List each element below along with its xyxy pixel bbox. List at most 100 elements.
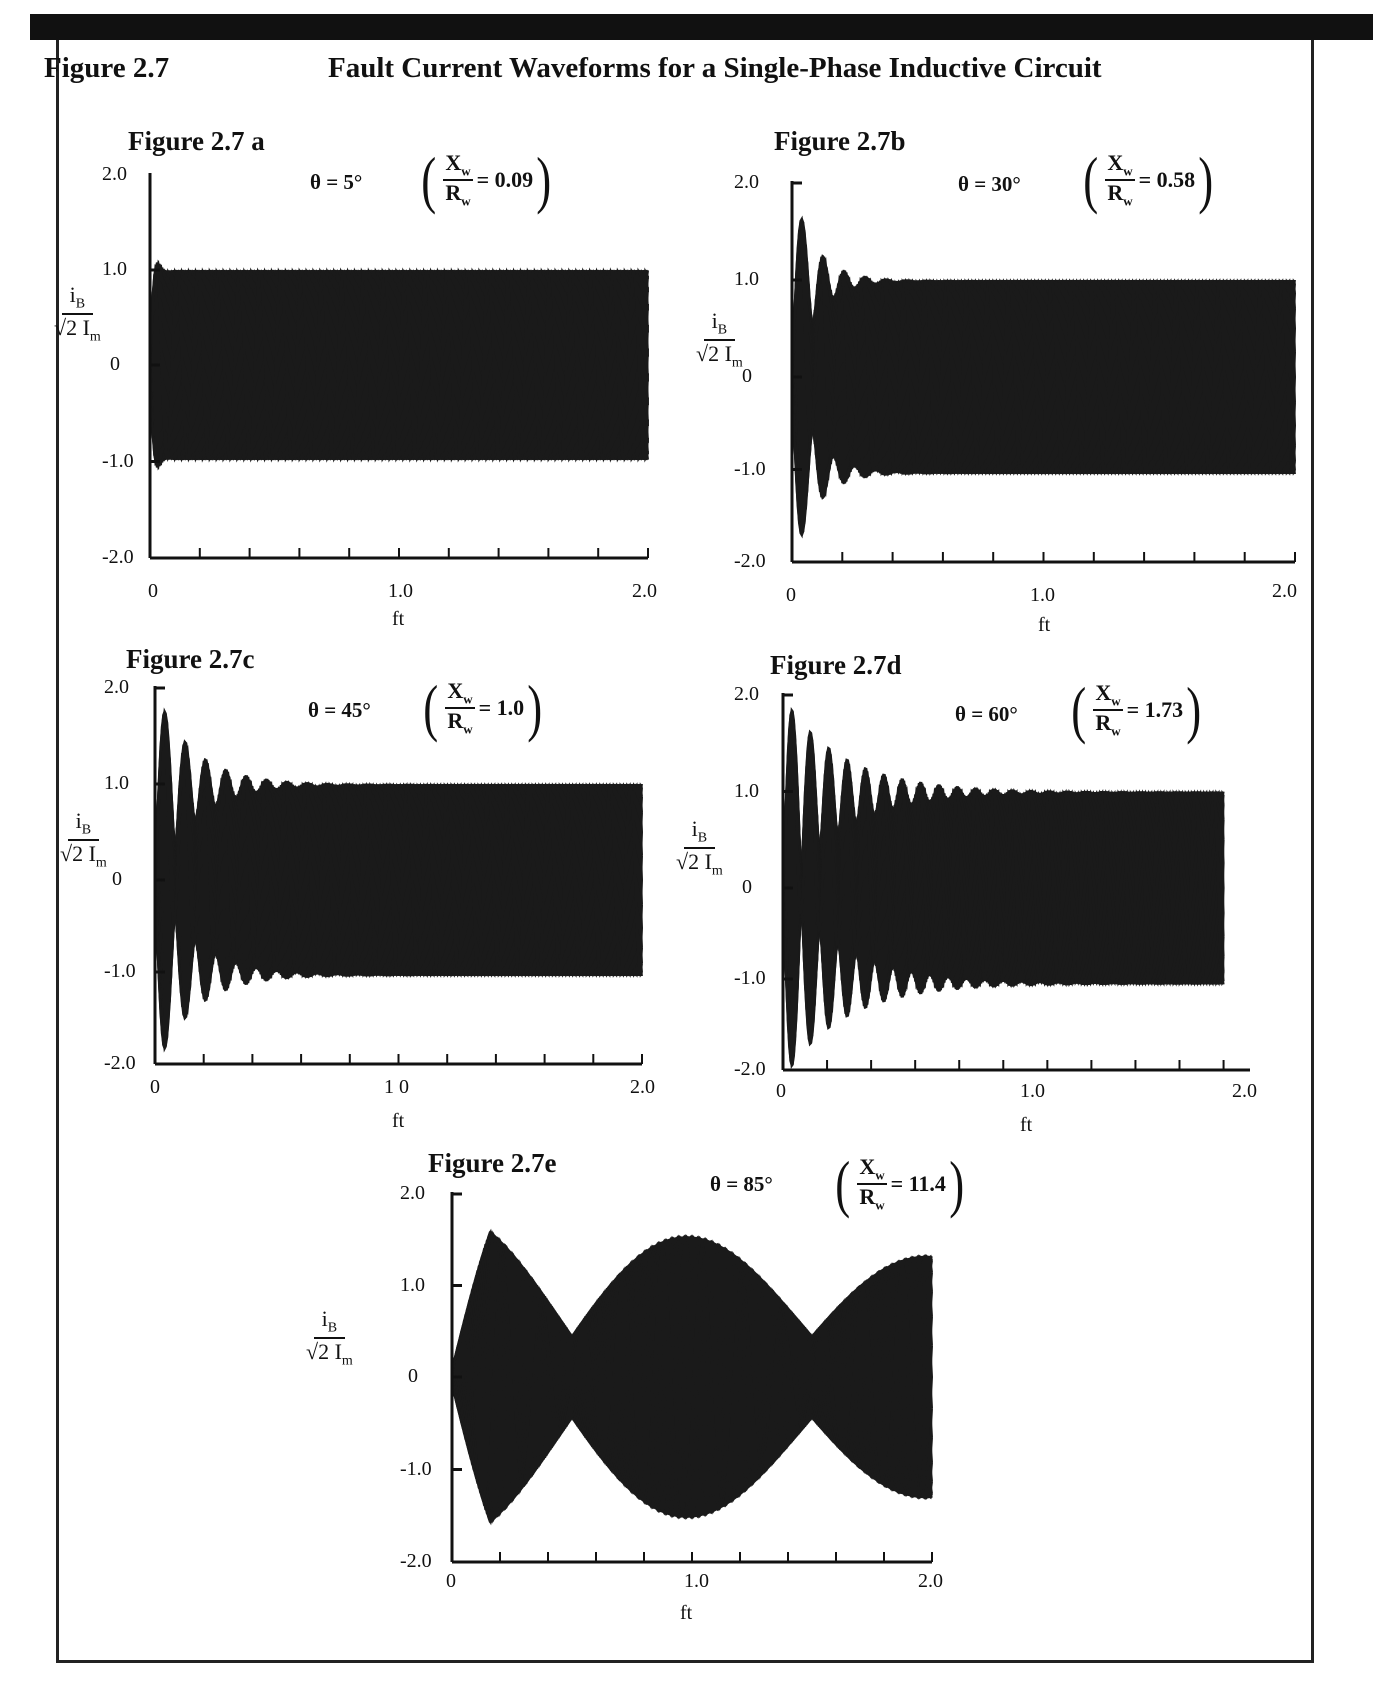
ratio-numerator: Xw <box>445 679 475 709</box>
y-tick-label: 1.0 <box>104 772 129 794</box>
y-label-den-sub: m <box>95 855 107 871</box>
y-label-num-text: i <box>711 308 718 333</box>
waveform-curve <box>451 1230 933 1516</box>
ratio-denominator: Rw <box>445 180 471 209</box>
x-tick-label: 0 <box>150 1076 160 1098</box>
ratio-den-text: R <box>445 180 462 205</box>
y-label-den-text: √2 I <box>696 341 732 367</box>
x-tick-label: 0 <box>446 1570 456 1592</box>
x-tick-label: 1.0 <box>1030 584 1055 606</box>
y-label-num-text: i <box>75 808 82 833</box>
ratio-den-text: R <box>1095 710 1112 735</box>
right-paren: ) <box>1186 674 1202 745</box>
y-label-den-text: √2 I <box>54 315 90 341</box>
y-tick-label: -1.0 <box>734 967 766 989</box>
plot-c <box>153 686 643 1066</box>
y-label-numerator: iB <box>683 816 716 850</box>
theta-label-e: θ = 85° <box>710 1172 773 1196</box>
ratio-denominator: Rw <box>1095 710 1120 739</box>
ratio-numerator: Xw <box>857 1155 887 1185</box>
ratio-numerator: Xw <box>1105 150 1135 181</box>
waveform-curve <box>154 783 643 1053</box>
y-label-num-sub: B <box>697 830 708 846</box>
waveform-curve <box>451 1236 933 1520</box>
theta-label-c: θ = 45° <box>308 698 371 722</box>
waveform-curve <box>451 1234 933 1518</box>
ratio-den-text: R <box>1107 180 1124 205</box>
waveform-curve <box>154 707 643 977</box>
waveform-curve <box>451 1228 933 1518</box>
y-axis-label-e: iB√2 Im <box>306 1306 353 1370</box>
y-label-numerator: iB <box>67 808 100 842</box>
x-axis-label-d: ft <box>1020 1114 1033 1136</box>
y-axis-label-b: iB√2 Im <box>696 308 743 372</box>
plot-b <box>790 181 1296 564</box>
ratio-num-sub: w <box>461 163 471 179</box>
x-tick-label: 2.0 <box>630 1076 655 1098</box>
x-axis-label-c: ft <box>392 1110 405 1132</box>
y-label-den-sub: m <box>731 355 743 371</box>
y-tick-label: -2.0 <box>102 546 134 568</box>
y-tick-label: 1.0 <box>734 779 759 802</box>
y-tick-label: -1.0 <box>102 449 134 472</box>
y-tick-label: 0 <box>110 353 120 375</box>
figure-title: Fault Current Waveforms for a Single-Pha… <box>328 52 1102 84</box>
y-label-numerator: iB <box>313 1306 346 1340</box>
y-axis-label-a: iB√2 Im <box>54 282 101 346</box>
waveform-curve <box>451 1236 933 1517</box>
ratio-numerator: Xw <box>1093 680 1123 711</box>
x-tick-label: 1.0 <box>388 580 413 602</box>
ratio-num-text: X <box>1107 150 1124 176</box>
y-tick-label: -1.0 <box>400 1457 432 1480</box>
y-label-numerator: iB <box>703 308 736 342</box>
y-label-num-sub: B <box>75 296 86 312</box>
ratio-denominator: Rw <box>1107 180 1132 209</box>
ratio-value: = 1.73 <box>1126 697 1184 722</box>
waveform-curve <box>791 230 1296 475</box>
x-tick-label: 1.0 <box>684 1570 709 1592</box>
waveform-curve <box>782 710 1225 987</box>
ratio-num-sub: w <box>463 691 473 707</box>
ratio-num-sub: w <box>1111 693 1121 709</box>
y-label-num-text: i <box>321 1306 328 1331</box>
ratio-den-sub: w <box>461 193 471 209</box>
y-tick-label: 1.0 <box>734 268 759 290</box>
theta-label-b: θ = 30° <box>958 172 1021 196</box>
waveform-curve <box>782 706 1225 985</box>
x-tick-label: 0 <box>776 1080 786 1102</box>
y-tick-label: 2.0 <box>400 1182 425 1204</box>
y-label-den-sub: m <box>341 1353 353 1369</box>
left-paren: ( <box>1083 144 1099 215</box>
y-label-den-text: √2 I <box>60 841 96 867</box>
waveform-curve <box>149 264 649 461</box>
panel-title-e: Figure 2.7e <box>428 1148 557 1178</box>
y-label-num-sub: B <box>81 822 92 838</box>
right-paren: ) <box>949 1148 965 1219</box>
y-tick-label: -2.0 <box>734 550 766 572</box>
y-axis-label-c: iB√2 Im <box>60 808 107 872</box>
x-tick-label: 1.0 <box>1020 1080 1045 1102</box>
y-label-den-sub: m <box>89 329 101 345</box>
ratio-num-text: X <box>1095 680 1112 706</box>
ratio-den-sub: w <box>463 721 473 737</box>
plot-e <box>450 1192 933 1564</box>
y-label-numerator: iB <box>61 282 94 316</box>
y-label-denominator: √2 Im <box>306 1339 353 1369</box>
plot-a <box>148 173 649 560</box>
y-label-num-sub: B <box>717 322 728 338</box>
waveform-curve <box>149 263 649 461</box>
y-tick-label: 0 <box>742 876 752 898</box>
theta-label-a: θ = 5° <box>310 170 363 194</box>
waveform-curve <box>451 1238 933 1524</box>
x-tick-label: 1 0 <box>384 1076 409 1098</box>
panel-title-b: Figure 2.7b <box>774 126 906 156</box>
y-tick-label: 0 <box>112 868 122 890</box>
figure-number: Figure 2.7 <box>44 52 170 84</box>
